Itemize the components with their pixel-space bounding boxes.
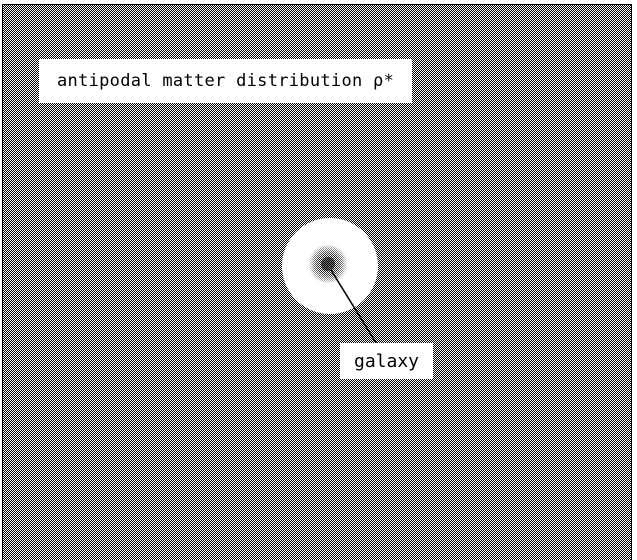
diagram-title: antipodal matter distribution ρ* xyxy=(39,59,413,103)
galaxy-halo xyxy=(282,218,378,314)
galaxy-label: galaxy xyxy=(340,343,434,379)
